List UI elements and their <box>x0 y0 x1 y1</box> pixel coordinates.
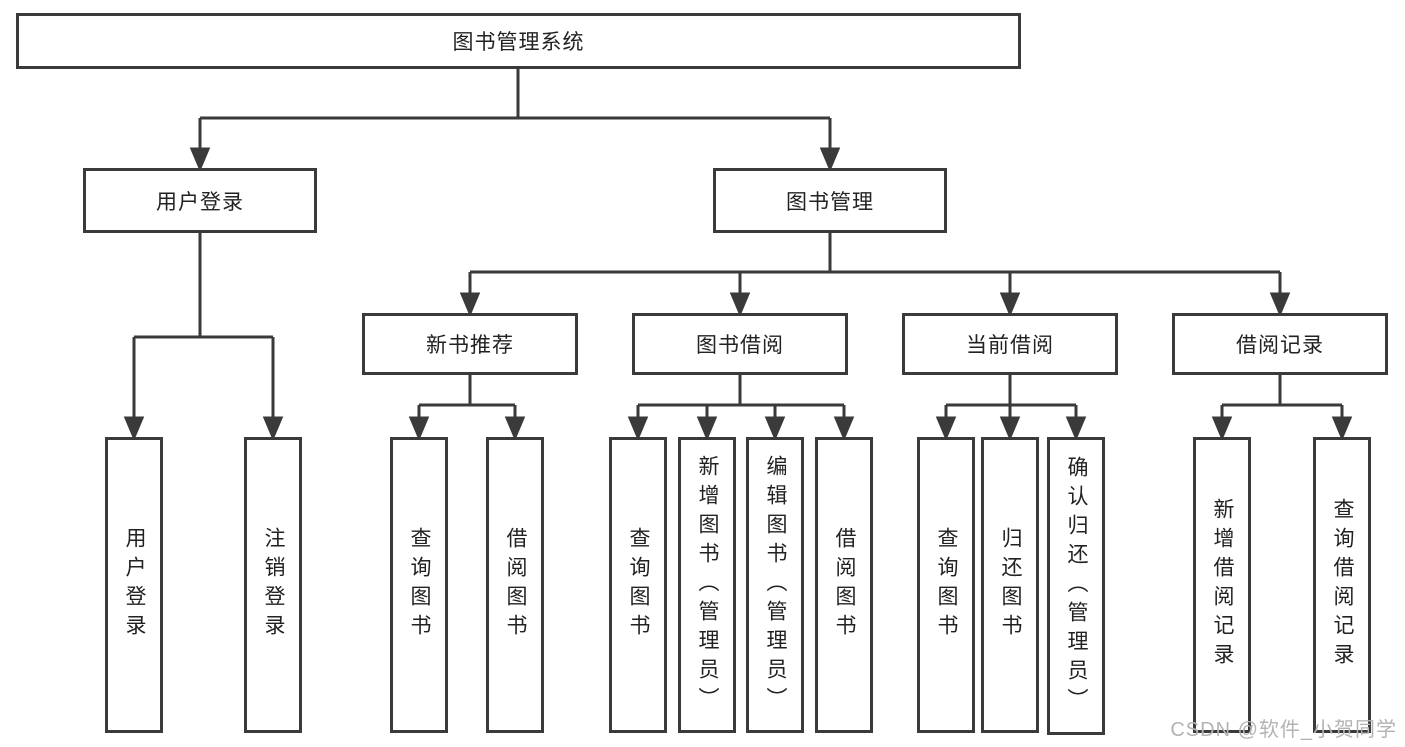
node-label: 查询图书 <box>627 527 650 643</box>
node-current-borrowing: 当前借阅 <box>902 313 1118 375</box>
node-user-login: 用户登录 <box>83 168 317 233</box>
leaf-query-books-2: 查询图书 <box>609 437 667 733</box>
node-borrow-records: 借阅记录 <box>1172 313 1388 375</box>
node-label: 借阅图书 <box>504 527 527 643</box>
edge-user-login-to-leaves <box>123 233 284 441</box>
node-label: 图书管理系统 <box>452 31 585 54</box>
node-label: 归还图书 <box>999 527 1022 643</box>
edge-current-borrow-to-leaves <box>935 375 1087 441</box>
leaf-query-books-1: 查询图书 <box>390 437 448 733</box>
node-label: 查询图书 <box>935 527 958 643</box>
node-label: 借阅记录 <box>1236 334 1324 357</box>
leaf-return-books: 归还图书 <box>981 437 1039 733</box>
node-label: 新增借阅记录 <box>1211 498 1234 672</box>
node-label: 查询图书 <box>408 527 431 643</box>
node-label: 编辑图书（管理员） <box>764 454 787 716</box>
leaf-user-login: 用户登录 <box>105 437 163 733</box>
node-root-library-system: 图书管理系统 <box>16 13 1021 69</box>
node-label: 注销登录 <box>262 527 285 643</box>
leaf-add-books-admin: 新增图书（管理员） <box>678 437 736 733</box>
node-label: 用户登录 <box>123 527 146 643</box>
leaf-borrow-books-1: 借阅图书 <box>486 437 544 733</box>
leaf-query-books-3: 查询图书 <box>917 437 975 733</box>
leaf-edit-books-admin: 编辑图书（管理员） <box>746 437 804 733</box>
edge-book-borrow-to-leaves <box>627 375 855 441</box>
edge-root-to-level2 <box>189 68 841 172</box>
edge-borrow-records-to-leaves <box>1211 375 1353 441</box>
node-book-management: 图书管理 <box>713 168 947 233</box>
edge-book-mgmt-to-level3 <box>459 233 1291 317</box>
node-label: 用户登录 <box>156 190 244 214</box>
leaf-logout: 注销登录 <box>244 437 302 733</box>
leaf-add-borrow-record: 新增借阅记录 <box>1193 437 1251 733</box>
leaf-borrow-books-2: 借阅图书 <box>815 437 873 733</box>
node-label: 当前借阅 <box>966 334 1054 357</box>
node-label: 图书借阅 <box>696 334 784 357</box>
edge-new-book-rec-to-leaves <box>408 375 526 441</box>
node-new-book-recommend: 新书推荐 <box>362 313 578 375</box>
leaf-confirm-return-admin: 确认归还（管理员） <box>1047 437 1105 735</box>
csdn-watermark: CSDN @软件_小贺同学 <box>1170 719 1397 741</box>
node-label: 确认归还（管理员） <box>1065 455 1088 717</box>
node-label: 新增图书（管理员） <box>696 454 719 716</box>
node-label: 查询借阅记录 <box>1331 498 1354 672</box>
node-label: 图书管理 <box>786 190 874 214</box>
node-book-borrowing: 图书借阅 <box>632 313 848 375</box>
node-label: 新书推荐 <box>426 334 514 357</box>
leaf-query-borrow-record: 查询借阅记录 <box>1313 437 1371 733</box>
node-label: 借阅图书 <box>833 527 856 643</box>
